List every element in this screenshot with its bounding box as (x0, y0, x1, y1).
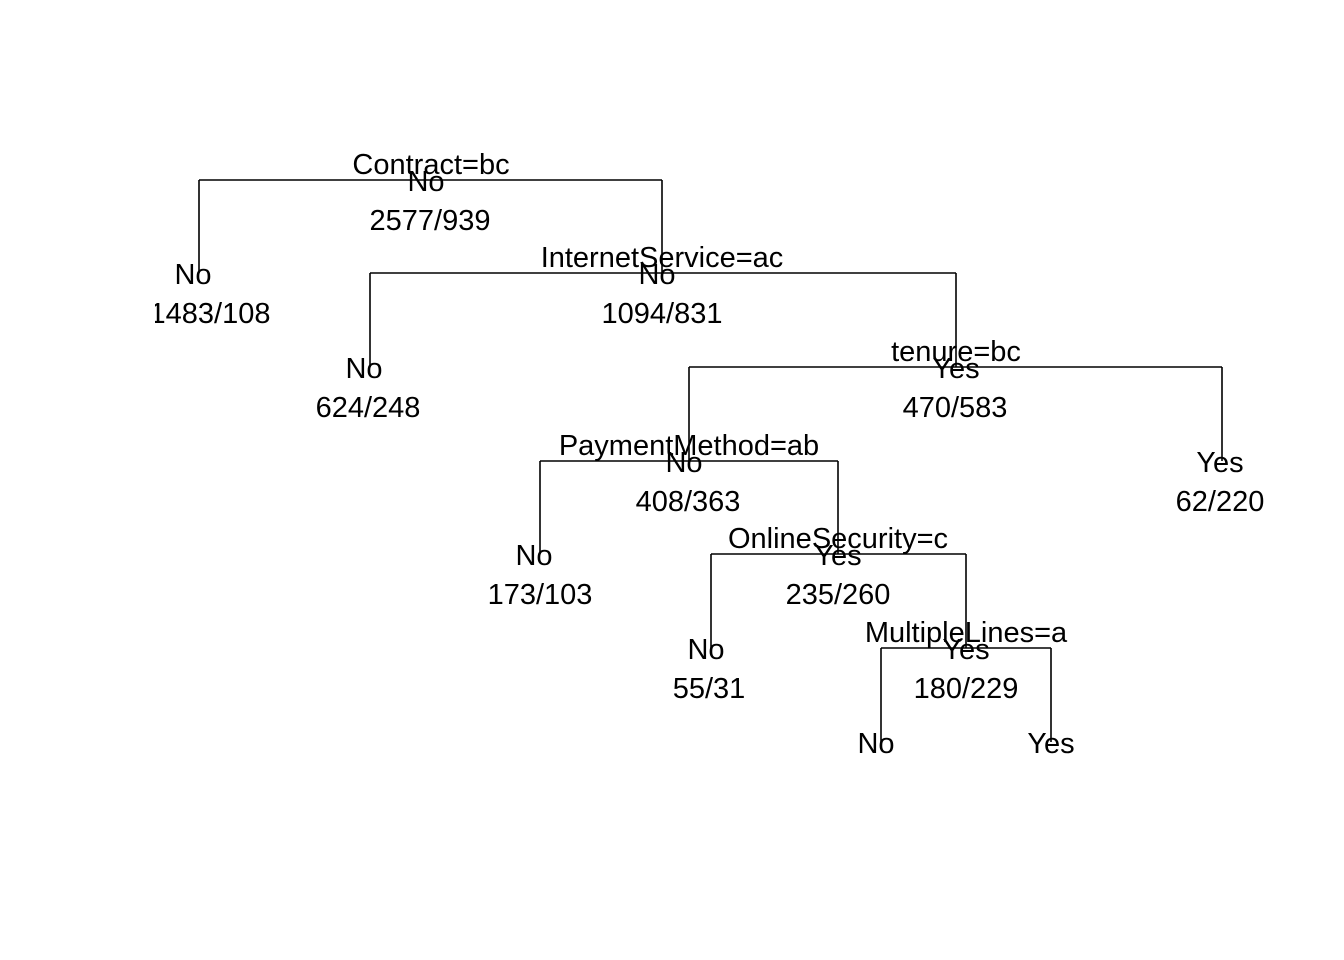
class-label-n14: No (665, 447, 702, 479)
count-label-n29: 235/260 (786, 579, 891, 611)
count-label-n58: 55/31 (673, 673, 746, 705)
class-label-n15: Yes (1196, 447, 1243, 479)
class-label-n28: No (515, 540, 552, 572)
split-label-n7: tenure=bc (891, 336, 1021, 368)
tree-branches (198, 179, 1223, 742)
class-label-n6: No (345, 353, 382, 385)
count-label-n6: 624/248 (316, 392, 421, 424)
split-label-n29: OnlineSecurity=c (728, 523, 948, 555)
count-label-n3: 1094/831 (602, 298, 723, 330)
class-label-n2: No (174, 259, 211, 291)
count-label-n14: 408/363 (636, 486, 741, 518)
count-label-n59: 180/229 (914, 673, 1019, 705)
split-label-n14: PaymentMethod=ab (559, 430, 819, 462)
class-label-n3: No (638, 259, 675, 291)
count-label-n28: 173/103 (488, 579, 593, 611)
class-label-n118: No (857, 728, 894, 760)
split-label-root: Contract=bc (352, 149, 509, 181)
class-label-n58: No (687, 634, 724, 666)
count-label-n15: 62/220 (1176, 486, 1265, 518)
count-label-root: 2577/939 (370, 205, 491, 237)
count-label-n2: 1483/108 (150, 298, 271, 330)
tree-labels: Contract=bcNo2577/939No1483/108InternetS… (150, 149, 1265, 760)
split-label-n59: MultipleLines=a (865, 617, 1068, 649)
class-label-n119: Yes (1027, 728, 1074, 760)
count-label-n7: 470/583 (903, 392, 1008, 424)
class-label-n29: Yes (814, 540, 861, 572)
class-label-root: No (407, 166, 444, 198)
split-label-n3: InternetService=ac (541, 242, 784, 274)
class-label-n7: Yes (932, 353, 979, 385)
class-label-n59: Yes (942, 634, 989, 666)
